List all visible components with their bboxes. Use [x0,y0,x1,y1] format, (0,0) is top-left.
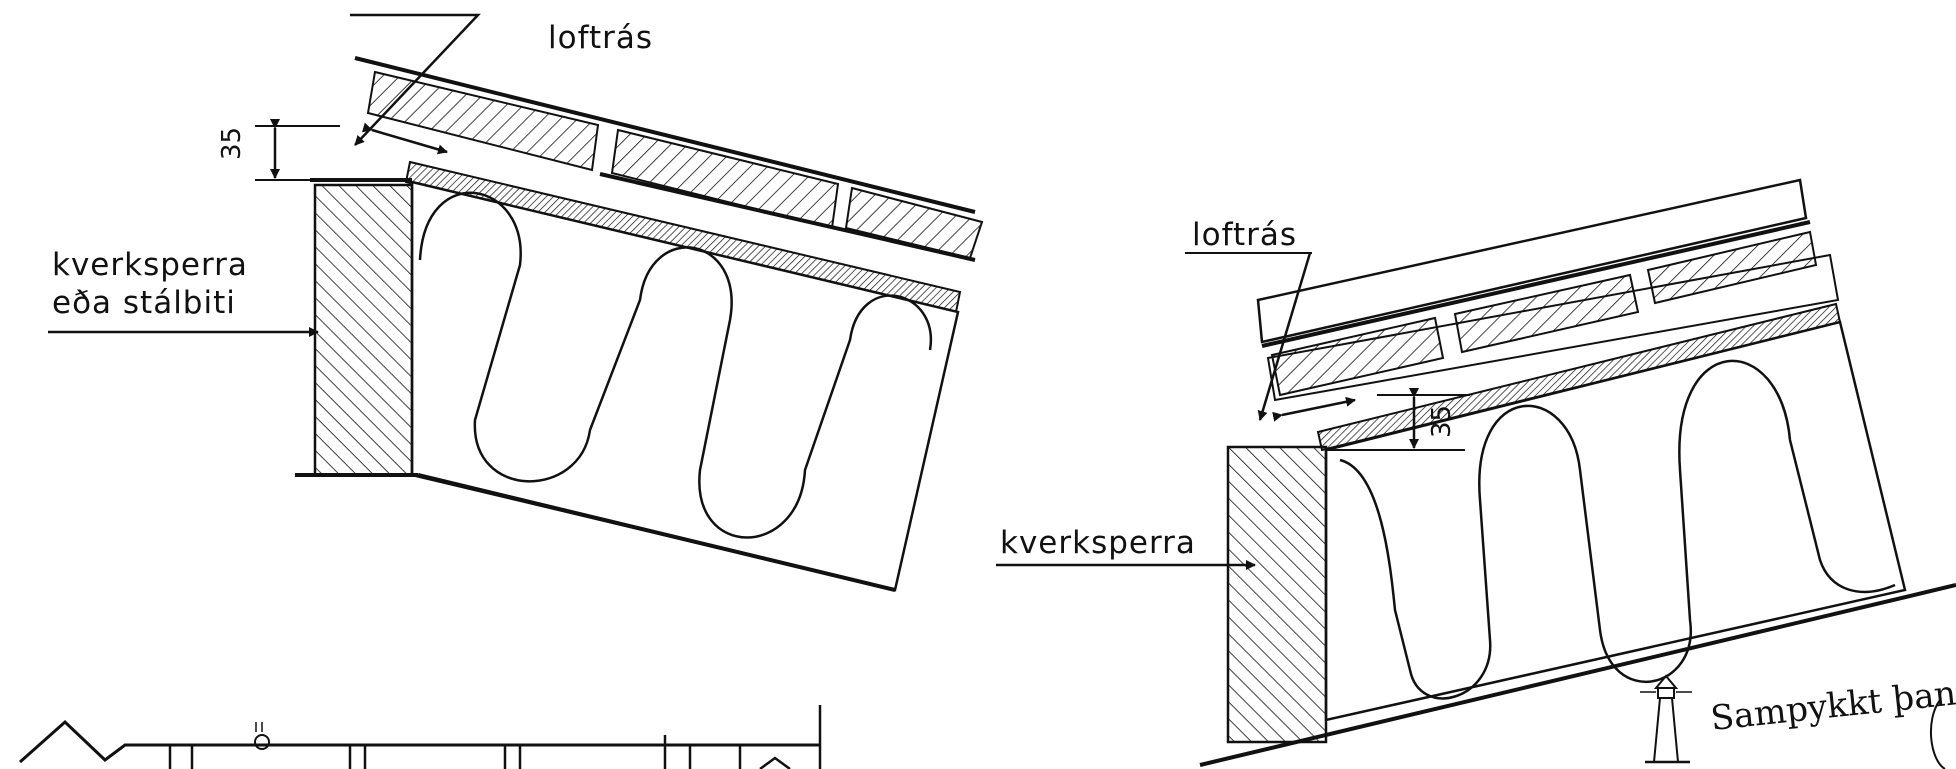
dim-label-right: 35 [1427,405,1457,438]
roof-board [610,128,840,230]
approval-stamp: Sampykkt þann [1640,671,1956,769]
dim-label-left: 35 [217,127,247,160]
right-roof-detail: 35 loftrás kverksperra [996,178,1956,767]
lighthouse-icon [1640,674,1692,764]
vent-label-right: loftrás [1192,217,1297,253]
roof-board [1453,273,1640,354]
ground-line [1199,583,1956,767]
roof-board [366,70,600,172]
insulation-body [1324,320,1907,722]
rafter [313,183,414,477]
leader-line [1257,252,1312,421]
insulation-serpentine [1339,359,1896,700]
roof-outer-line [354,56,976,214]
rafter-label-line2: eða stálbiti [52,285,236,321]
floor-plan-fragment [19,705,822,769]
leader-line [350,13,481,146]
rafter-label-right: kverksperra [1000,525,1196,561]
roof-board [1270,316,1445,397]
rafter-label-line1: kverksperra [52,247,248,283]
roof-board [1646,230,1818,305]
top-plank [1256,178,1808,344]
insulation-serpentine [418,191,933,539]
vent-arrow [1272,396,1356,422]
stamp-text: Sampykkt þann [1709,671,1956,739]
left-roof-detail: 35 loftrás kverksperra eða stálbiti [48,13,984,592]
vent-label-left: loftrás [548,20,653,56]
vent-arrow [361,122,448,155]
rafter [1226,445,1328,744]
